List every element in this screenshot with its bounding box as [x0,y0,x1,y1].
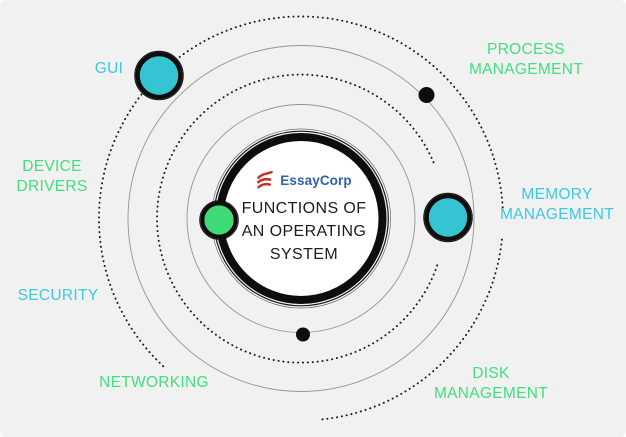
gui-node-ring [135,51,183,100]
green-node-outer-ring [199,200,239,240]
diagram-title: FUNCTIONS OF AN OPERATING SYSTEM [209,197,399,266]
green-node-fill [204,205,234,235]
title-line-3: SYSTEM [269,246,339,263]
label-process-management: PROCESS MANAGEMENT [468,41,584,78]
orbit-outer-solid [127,45,475,392]
essaycorp-logo: EssayCorp [209,170,399,190]
gui-node-fill [139,56,179,95]
orbit-outer-dotted-main [98,15,504,368]
memory-node-outer-ring [423,192,473,243]
memory-node-fill [428,198,468,237]
gui-node-outer-ring [134,50,184,101]
orbit-dot-bottom [296,327,310,342]
hub-green-node-marker [199,200,239,240]
title-line-2: AN OPERATING [241,223,367,240]
label-security: SECURITY [17,287,99,304]
essaycorp-stripes-icon [257,170,274,188]
memory-node-marker [423,192,473,243]
brand-name: EssayCorp [280,172,352,188]
memory-node-ring [424,193,472,242]
orbit-dot-top-right [418,87,435,103]
hub-content: EssayCorp FUNCTIONS OF AN OPERATING SYST… [209,170,399,266]
orbit-outer-dotted-bottom-right [321,238,503,421]
title-line-1: FUNCTIONS OF [241,200,367,217]
green-node-ring [200,201,238,239]
gui-node-marker [134,50,184,101]
orbit-inner-dotted [156,73,439,364]
label-device-drivers: DEVICE DRIVERS [16,158,88,195]
label-memory-management: MEMORY MANAGEMENT [499,186,615,223]
label-gui: GUI [94,60,124,77]
label-disk-management: DISK MANAGEMENT [433,365,549,402]
label-networking: NETWORKING [99,374,209,391]
